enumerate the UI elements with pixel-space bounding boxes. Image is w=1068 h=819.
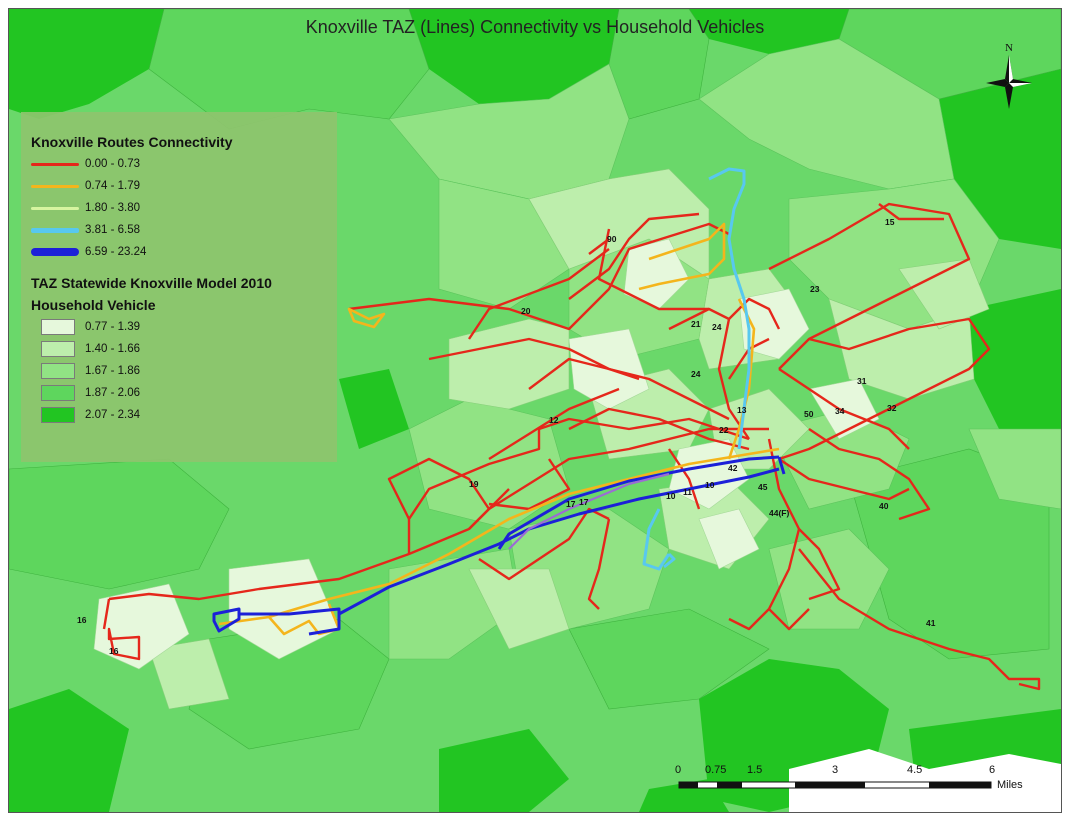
legend-taz-subheading: Household Vehicle <box>31 297 156 313</box>
route-label: 22 <box>719 425 729 435</box>
scale-tick: 1.5 <box>747 764 763 776</box>
route-label: 16 <box>77 615 87 625</box>
routes-lightblue <box>642 167 751 571</box>
map-canvas: 90 20 12 19 16 16 23 21 24 24 13 22 42 3… <box>9 9 1061 812</box>
route-label: 21 <box>691 319 701 329</box>
scale-bar <box>678 781 992 789</box>
route-label: 15 <box>885 217 895 227</box>
route-label: 17 <box>579 497 589 507</box>
route-label: 31 <box>857 376 867 386</box>
route-label: 23 <box>810 284 820 294</box>
map-title: Knoxville TAZ (Lines) Connectivity vs Ho… <box>305 17 765 37</box>
north-arrow-icon: N <box>986 42 1032 109</box>
route-label: 17 <box>566 499 576 509</box>
route-label: 12 <box>549 415 559 425</box>
scale-tick: 3 <box>832 764 839 776</box>
route-label: 40 <box>879 501 889 511</box>
route-label: 42 <box>728 463 738 473</box>
route-label: 90 <box>607 234 617 244</box>
route-label: 13 <box>737 405 747 415</box>
legend-taz-item: 1.40 - 1.66 <box>31 341 321 357</box>
route-label: 10 <box>705 480 715 490</box>
taz-zones-dark <box>9 9 1061 812</box>
legend-route-item: 3.81 - 6.58 <box>31 222 321 238</box>
route-overlap <box>508 472 670 550</box>
route-label: 16 <box>109 646 119 656</box>
legend-taz-item: 1.67 - 1.86 <box>31 363 321 379</box>
water-area <box>789 749 1061 812</box>
legend-taz-item: 1.87 - 2.06 <box>31 385 321 401</box>
route-label: 32 <box>887 403 897 413</box>
scale-tick: 4.5 <box>907 764 923 776</box>
legend-taz-heading: TAZ Statewide Knoxville Model 2010 <box>31 275 272 291</box>
legend-routes-heading: Knoxville Routes Connectivity <box>31 134 233 150</box>
legend-route-item: 0.00 - 0.73 <box>31 156 321 172</box>
map-legend: Knoxville Routes Connectivity 0.00 - 0.7… <box>21 112 337 462</box>
route-label: 24 <box>691 369 701 379</box>
legend-route-item: 0.74 - 1.79 <box>31 178 321 194</box>
map-frame: 90 20 12 19 16 16 23 21 24 24 13 22 42 3… <box>8 8 1062 813</box>
route-label: 19 <box>469 479 479 489</box>
routes-yellow <box>218 222 780 636</box>
scale-tick: 0.75 <box>705 764 727 776</box>
route-label: 34 <box>835 406 845 416</box>
scale-unit: Miles <box>997 779 1023 791</box>
scale-tick: 0 <box>675 764 682 776</box>
route-label: 24 <box>712 322 722 332</box>
route-label: 41 <box>926 618 936 628</box>
route-label: 10 <box>666 491 676 501</box>
legend-route-item: 1.80 - 3.80 <box>31 200 321 216</box>
taz-zones-mid <box>9 9 1061 750</box>
route-label: 20 <box>521 306 531 316</box>
route-label: 50 <box>804 409 814 419</box>
north-label: N <box>1005 42 1013 54</box>
route-label: 44(F) <box>769 508 789 518</box>
routes-blue <box>212 455 786 636</box>
route-labels: 90 20 12 19 16 16 23 21 24 24 13 22 42 3… <box>77 217 936 656</box>
legend-taz-item: 2.07 - 2.34 <box>31 407 321 423</box>
legend-taz-item: 0.77 - 1.39 <box>31 319 321 335</box>
legend-route-item: 6.59 - 23.24 <box>31 244 321 260</box>
route-label: 45 <box>758 482 768 492</box>
route-label: 11 <box>683 487 692 497</box>
scale-tick: 6 <box>989 764 996 776</box>
